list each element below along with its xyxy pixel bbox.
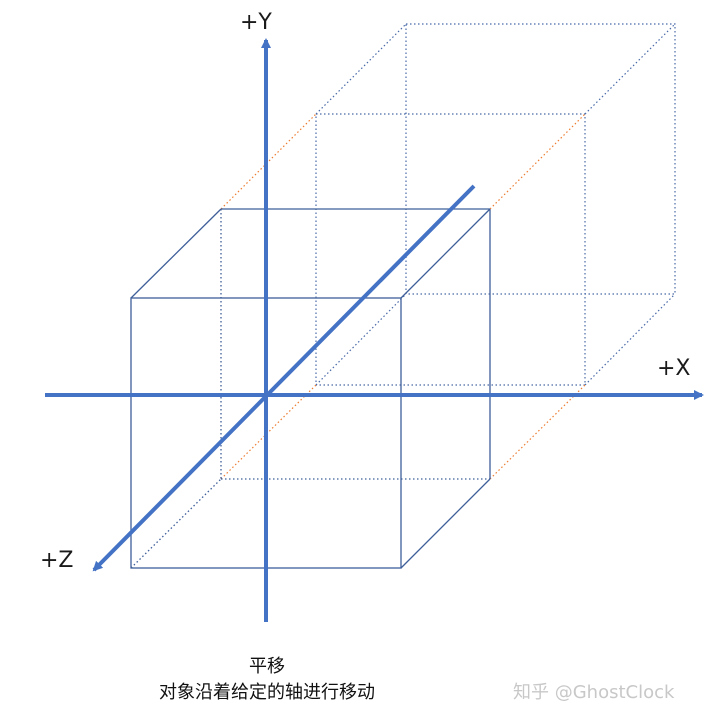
x-axis-label: +X — [657, 356, 691, 381]
z-axis — [92, 184, 476, 572]
caption-description: 对象沿着给定的轴进行移动 — [159, 682, 375, 703]
axes — [45, 38, 704, 622]
original-cube — [130, 208, 491, 569]
y-axis-label: +Y — [240, 10, 272, 35]
watermark: 知乎 @GhostClock — [513, 682, 675, 703]
caption-title: 平移 — [249, 656, 285, 677]
translated-cube — [315, 23, 676, 386]
z-axis-label: +Z — [40, 548, 74, 573]
